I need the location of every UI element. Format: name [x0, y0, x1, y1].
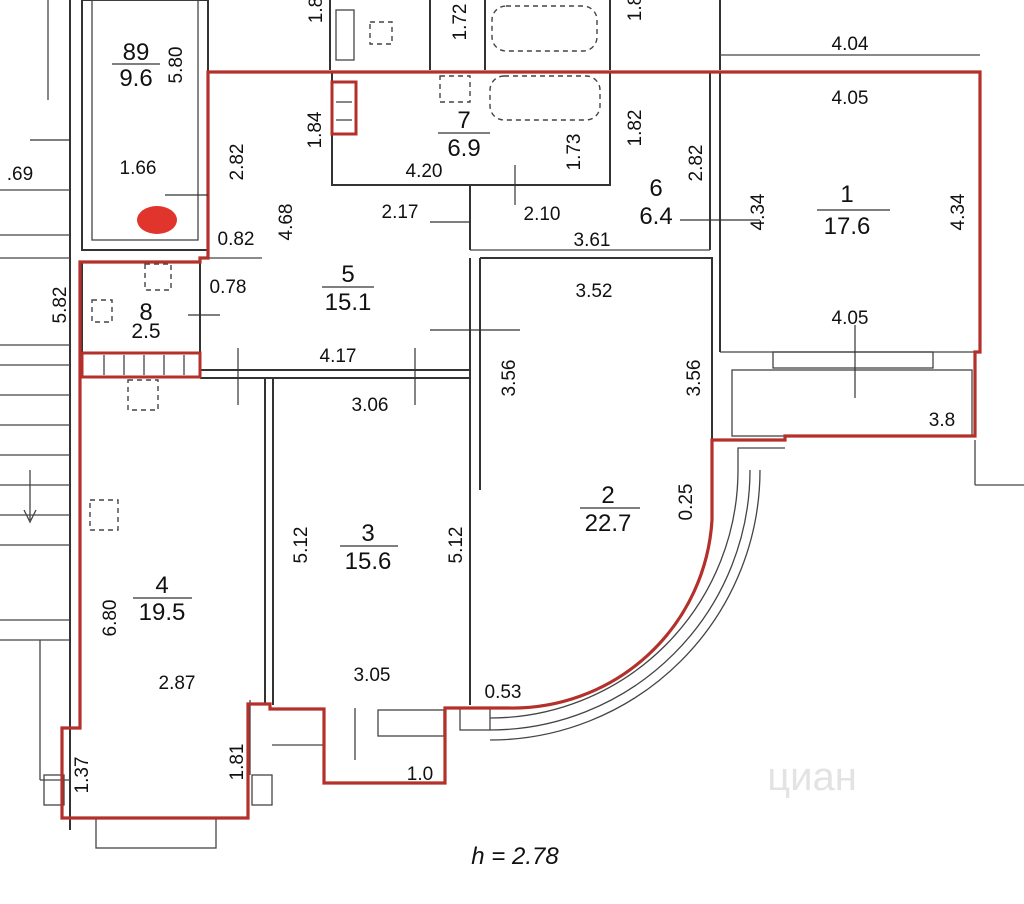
dim-label: 4.20: [406, 161, 443, 182]
svg-text:3: 3: [361, 520, 374, 547]
dim-label: 4.05: [832, 88, 869, 109]
dim-label: 6.80: [100, 600, 121, 637]
dim-label: 1.8: [625, 0, 646, 21]
dim-label: 3.52: [576, 281, 613, 302]
svg-text:89: 89: [123, 39, 150, 66]
dim-label: 2.10: [524, 204, 561, 225]
room-1-label: 1 17.6: [824, 181, 871, 240]
dim-label: 3.06: [352, 395, 389, 416]
dim-label: 5.82: [50, 287, 71, 324]
dimension-labels: 4.04 4.05 4.34 4.34 4.05 3.8 3.52 3.56 3…: [7, 0, 969, 793]
svg-text:6.9: 6.9: [447, 135, 480, 162]
dim-label: 3.8: [929, 410, 955, 431]
dim-label: 0.82: [218, 229, 255, 250]
dim-label: 3.56: [499, 360, 520, 397]
marker-dot: [137, 206, 177, 234]
dim-label: 0.25: [676, 484, 697, 521]
svg-text:1: 1: [840, 181, 853, 208]
svg-text:2.5: 2.5: [131, 320, 160, 343]
room-6-label: 6 6.4: [639, 175, 672, 230]
dim-label: 2.87: [159, 673, 196, 694]
svg-text:4: 4: [155, 572, 168, 599]
svg-text:6.4: 6.4: [639, 203, 672, 230]
ceiling-height-label: h = 2.78: [471, 843, 559, 870]
dim-label: 1.73: [564, 134, 585, 171]
surrounding-walls: [0, 0, 1024, 830]
room-4-label: 4 19.5: [139, 572, 186, 626]
dim-label: 2.82: [227, 144, 248, 181]
dim-label: 1.8: [306, 0, 327, 23]
dim-label: 1.82: [625, 110, 646, 147]
apartment-boundary: [60, 70, 982, 820]
svg-text:6: 6: [649, 175, 662, 202]
dim-label: 3.61: [574, 230, 611, 251]
dim-label: 0.78: [210, 277, 247, 298]
dimension-lines: [30, 139, 890, 760]
svg-text:5: 5: [341, 261, 354, 288]
dim-label: 3.05: [354, 665, 391, 686]
svg-text:7: 7: [457, 107, 470, 134]
room-5-label: 5 15.1: [325, 261, 372, 316]
dim-label: 4.04: [832, 34, 869, 55]
svg-text:9.6: 9.6: [119, 65, 152, 92]
dim-label: 1.0: [407, 764, 433, 785]
dim-label: 3.56: [684, 360, 705, 397]
room-labels: 1 17.6 2 22.7 3 15.6 4 19.5 5 15.1 6 6.4…: [112, 39, 870, 626]
dim-label: 2.82: [686, 145, 707, 182]
svg-text:15.1: 15.1: [325, 289, 372, 316]
dim-label: 2.17: [382, 202, 419, 223]
dim-label: 4.17: [320, 346, 357, 367]
dim-label: 1.84: [305, 111, 326, 148]
watermark-text: циан: [767, 755, 857, 799]
svg-text:2: 2: [601, 482, 614, 509]
dim-label: 5.80: [166, 47, 187, 84]
dim-label: 1.37: [72, 757, 93, 794]
dim-label: .69: [7, 164, 33, 185]
room-8-label: 8 2.5: [131, 299, 160, 343]
dim-label: 5.12: [446, 527, 467, 564]
dim-label: 4.68: [276, 204, 297, 241]
svg-text:15.6: 15.6: [345, 548, 392, 575]
room-2-label: 2 22.7: [585, 482, 632, 537]
dim-label: 4.05: [832, 308, 869, 329]
svg-text:19.5: 19.5: [139, 599, 186, 626]
dim-label: 4.34: [748, 193, 769, 230]
dim-label: 1.66: [120, 158, 157, 179]
dim-label: 5.12: [291, 527, 312, 564]
dim-label: 1.81: [227, 744, 248, 781]
room-89-label: 89 9.6: [119, 39, 152, 92]
room-7-label: 7 6.9: [447, 107, 480, 162]
svg-text:22.7: 22.7: [585, 510, 632, 537]
dim-label: 1.72: [450, 4, 471, 41]
dim-label: 0.53: [485, 682, 522, 703]
svg-text:17.6: 17.6: [824, 213, 871, 240]
svg-text:8: 8: [139, 299, 152, 326]
bay-window: [489, 447, 785, 741]
room-3-label: 3 15.6: [345, 520, 392, 575]
interior-walls: [43, 72, 978, 849]
dim-label: 4.34: [948, 193, 969, 230]
